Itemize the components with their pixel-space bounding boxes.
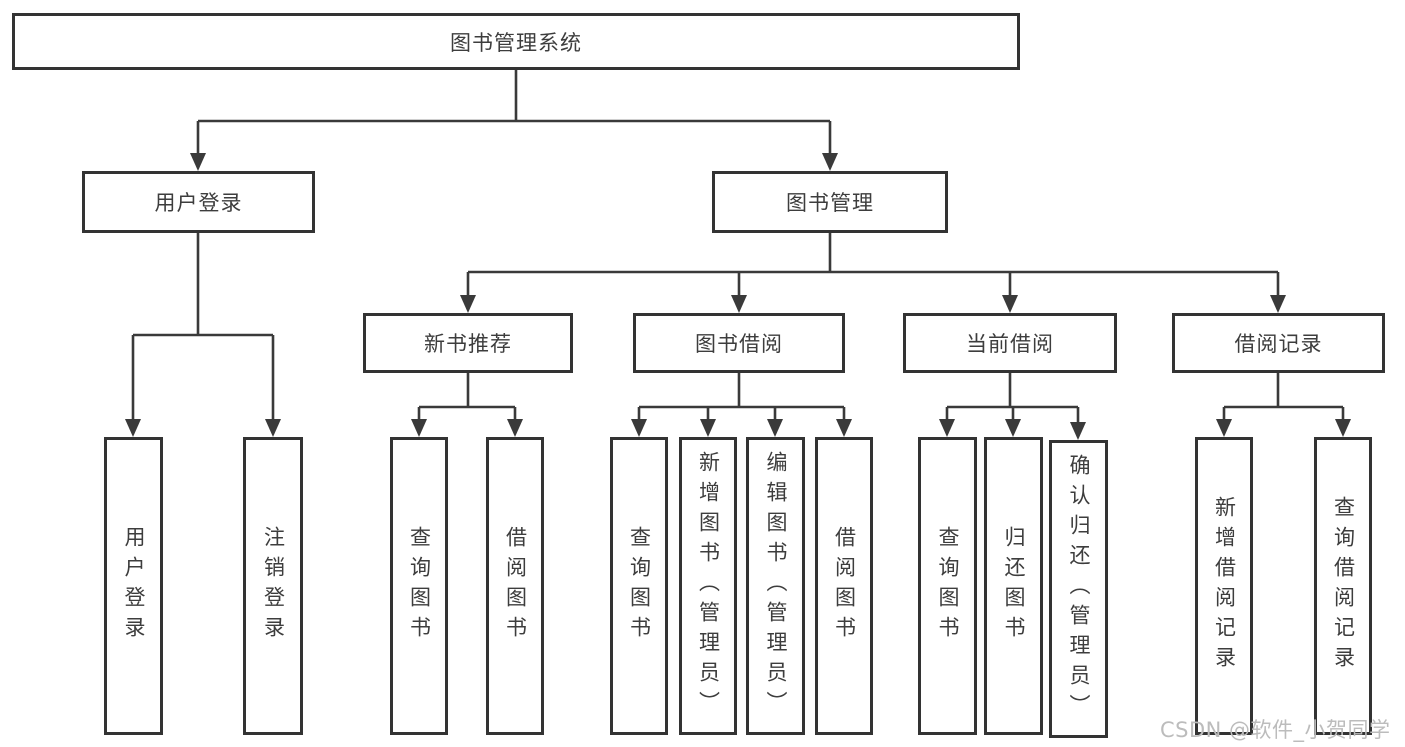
leaf-bb-borrow-book: 借阅图书 [815, 437, 873, 735]
leaf-br-query-record-label: 查询借阅记录 [1331, 496, 1356, 676]
leaf-cb-confirm-return-label: 确认归还（管理员） [1067, 454, 1091, 724]
leaf-nbr-query-book-label: 查询图书 [407, 526, 432, 646]
leaf-nbr-query-book: 查询图书 [390, 437, 448, 735]
leaf-bb-add-book: 新增图书（管理员） [679, 437, 737, 735]
leaf-cb-return-book-label: 归还图书 [1002, 526, 1026, 646]
leaf-cb-confirm-return: 确认归还（管理员） [1049, 440, 1108, 738]
leaf-bb-query-book: 查询图书 [610, 437, 668, 735]
leaf-br-add-record: 新增借阅记录 [1195, 437, 1253, 735]
node-new-book-recommend-label: 新书推荐 [424, 332, 512, 356]
leaf-nbr-borrow-book-label: 借阅图书 [503, 526, 528, 646]
leaf-cb-query-book-label: 查询图书 [936, 526, 960, 646]
arrowheads [125, 153, 1351, 440]
leaf-bb-edit-book-label: 编辑图书（管理员） [764, 451, 788, 721]
csdn-watermark: CSDN @软件_小贺同学 [1160, 718, 1391, 742]
node-user-login: 用户登录 [82, 171, 315, 233]
leaf-user-login: 用户登录 [104, 437, 163, 735]
leaf-bb-borrow-book-label: 借阅图书 [832, 526, 857, 646]
leaf-logout-label: 注销登录 [261, 526, 286, 646]
node-root: 图书管理系统 [12, 13, 1020, 70]
node-new-book-recommend: 新书推荐 [363, 313, 573, 373]
node-root-label: 图书管理系统 [450, 30, 582, 55]
node-user-login-label: 用户登录 [154, 191, 243, 215]
node-book-management-label: 图书管理 [786, 191, 874, 215]
leaf-cb-query-book: 查询图书 [918, 437, 977, 735]
leaf-user-login-label: 用户登录 [122, 526, 146, 646]
leaf-logout: 注销登录 [243, 437, 303, 735]
node-current-borrowing-label: 当前借阅 [966, 332, 1054, 356]
leaf-cb-return-book: 归还图书 [984, 437, 1043, 735]
leaf-bb-add-book-label: 新增图书（管理员） [696, 451, 721, 721]
leaf-br-query-record: 查询借阅记录 [1314, 437, 1372, 735]
leaf-bb-query-book-label: 查询图书 [627, 526, 652, 646]
node-book-management: 图书管理 [712, 171, 948, 233]
node-borrowing-records-label: 借阅记录 [1234, 332, 1323, 356]
node-book-borrowing: 图书借阅 [633, 313, 845, 373]
node-current-borrowing: 当前借阅 [903, 313, 1117, 373]
leaf-bb-edit-book: 编辑图书（管理员） [746, 437, 805, 735]
leaf-br-add-record-label: 新增借阅记录 [1212, 496, 1237, 676]
leaf-nbr-borrow-book: 借阅图书 [486, 437, 544, 735]
node-book-borrowing-label: 图书借阅 [695, 332, 783, 356]
node-borrowing-records: 借阅记录 [1172, 313, 1385, 373]
